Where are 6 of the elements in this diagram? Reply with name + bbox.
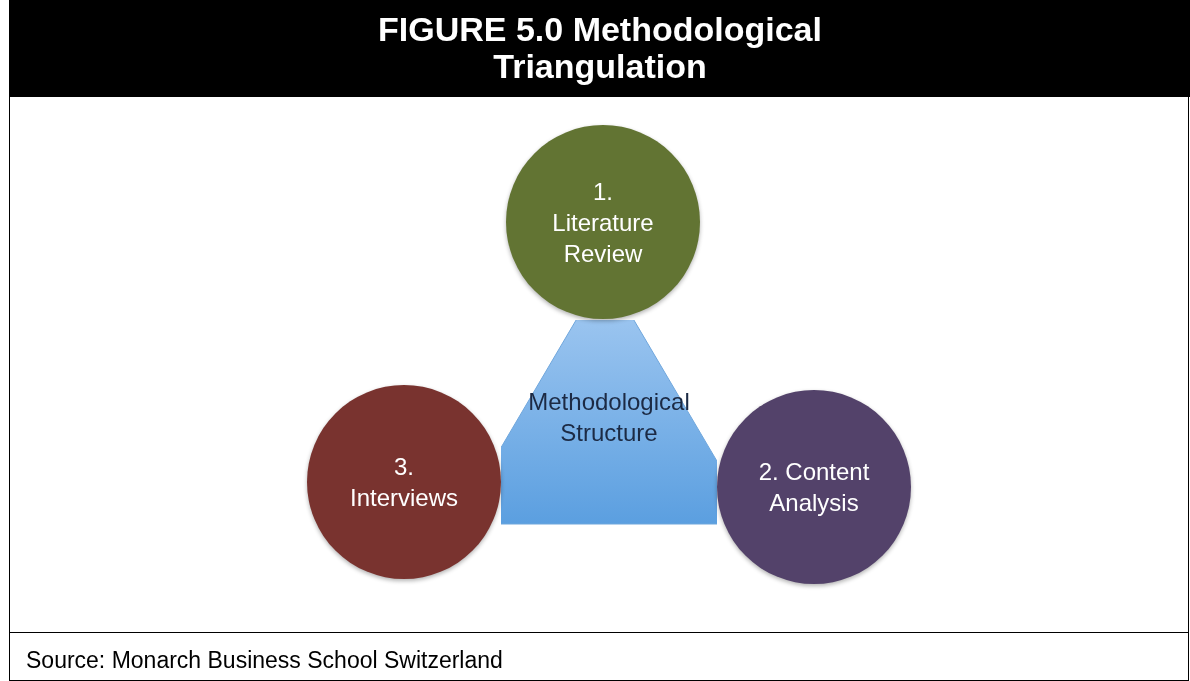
node-label: 1. Literature Review — [551, 176, 655, 269]
node-label: 3. Interviews — [348, 452, 459, 513]
figure-title: FIGURE 5.0 Methodological Triangulation — [377, 11, 823, 85]
node-label: 2. Content Analysis — [757, 457, 871, 518]
source-caption: Source: Monarch Business School Switzerland — [26, 647, 503, 674]
structure-triangle — [501, 320, 717, 525]
